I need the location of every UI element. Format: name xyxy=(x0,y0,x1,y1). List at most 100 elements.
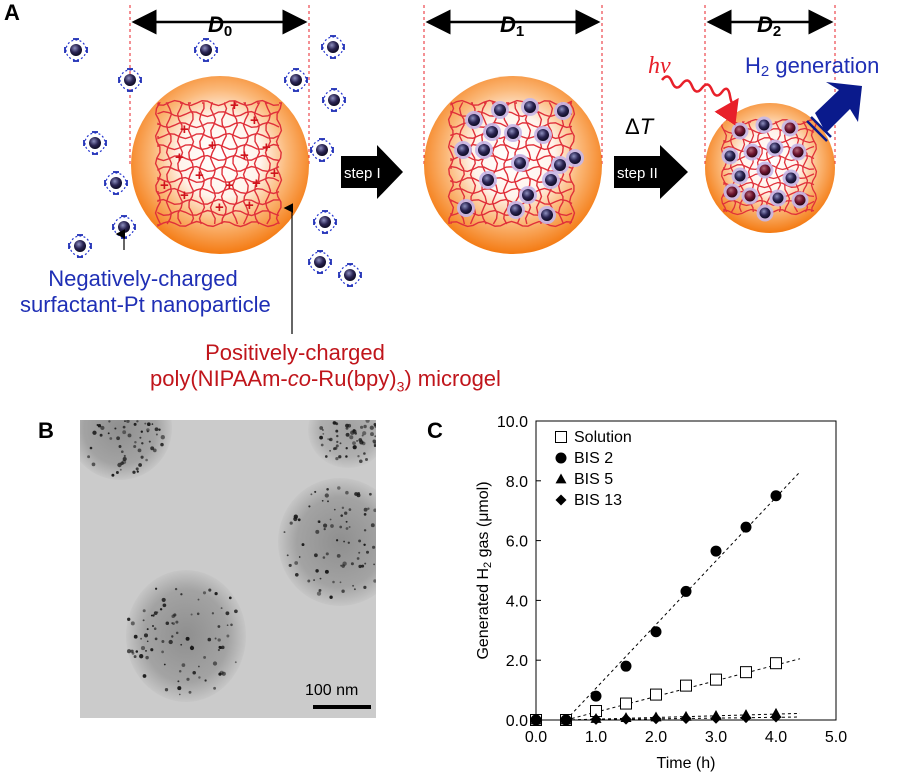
step-ii-arrow: step II xyxy=(614,145,688,199)
pt-nanoparticle-icon xyxy=(731,167,749,185)
pt-nanoparticle-icon xyxy=(769,189,787,207)
y-axis-label: Generated H2 gas (μmol) xyxy=(475,481,494,659)
pt-nanoparticle-icon xyxy=(465,111,483,129)
pt-nanoparticle-icon xyxy=(766,139,784,157)
positive-charge-icon: + xyxy=(230,97,239,114)
h2-generation-label: H2 generation xyxy=(745,53,879,80)
data-point xyxy=(770,657,782,670)
d2-label: D2 xyxy=(757,12,781,40)
pt-nanoparticle-icon xyxy=(64,38,88,62)
legend-label: BIS 5 xyxy=(574,471,613,488)
pt-nanoparticle-icon xyxy=(104,171,128,195)
y-tick-label: 10.0 xyxy=(497,414,528,431)
y-tick-label: 8.0 xyxy=(506,474,528,491)
positive-charge-icon: + xyxy=(262,139,271,156)
data-point xyxy=(710,710,722,720)
legend-marker xyxy=(555,473,567,484)
positive-charge-icon: + xyxy=(215,199,224,216)
legend-marker xyxy=(555,452,567,464)
data-point xyxy=(590,690,602,702)
data-point xyxy=(740,666,752,679)
data-point xyxy=(560,714,572,725)
legend-label: BIS 2 xyxy=(574,450,613,467)
tem-image: 100 nm xyxy=(80,420,376,718)
panel-c-label: C xyxy=(427,418,443,443)
positive-charge-icon: + xyxy=(195,167,204,184)
pt-nanoparticle-icon xyxy=(313,210,337,234)
pt-nanoparticle-icon xyxy=(566,149,584,167)
pt-nanoparticle-icon xyxy=(789,143,807,161)
data-point xyxy=(650,688,662,701)
y-tick-label: 6.0 xyxy=(506,534,528,551)
pt-nanoparticle-icon xyxy=(521,98,539,116)
data-point xyxy=(650,711,662,722)
d0-label: D0 xyxy=(208,12,232,40)
step-i-arrow: step I xyxy=(341,145,403,199)
data-point xyxy=(620,660,632,672)
svg-text:step II: step II xyxy=(617,165,658,182)
pt-nanoparticle-icon xyxy=(519,186,537,204)
h2-arrow-icon xyxy=(806,82,862,142)
data-point xyxy=(740,521,752,533)
positive-charge-icon: + xyxy=(225,177,234,194)
pt-nanoparticle-icon xyxy=(554,102,572,120)
positive-charge-icon: + xyxy=(208,137,217,154)
positive-charge-icon: + xyxy=(240,147,249,164)
x-axis-label: Time (h) xyxy=(657,755,716,772)
pt-nanoparticle-icon xyxy=(322,88,346,112)
pt-nanoparticle-icon xyxy=(475,141,493,159)
pt-nanoparticle-icon xyxy=(491,101,509,119)
light-wave-icon xyxy=(661,75,739,126)
pt-nanoparticle-icon xyxy=(731,122,749,140)
pt-nanoparticle-icon xyxy=(483,123,501,141)
pt-nanoparticle-icon xyxy=(308,250,332,274)
pt-nanoparticle-icon xyxy=(721,147,739,165)
data-point xyxy=(770,707,782,718)
pt-nanoparticle-icon xyxy=(457,199,475,217)
pt-nanoparticle-icon xyxy=(511,154,529,172)
hv-label: hv xyxy=(648,53,671,79)
d1-label: D1 xyxy=(500,12,524,40)
pt-nanoparticle-icon xyxy=(310,138,334,162)
pt-nanoparticle-icon xyxy=(83,131,107,155)
positive-charge-icon: + xyxy=(250,112,259,129)
pt-nanoparticle-icon xyxy=(118,68,142,92)
panel-b-label: B xyxy=(38,418,54,443)
positive-microgel-caption: Positively-charged poly(NIPAAm-co-Ru(bpy… xyxy=(150,340,501,395)
pt-nanoparticle-icon xyxy=(755,116,773,134)
pt-nanoparticle-icon xyxy=(454,141,472,159)
pt-nanoparticle-icon xyxy=(756,161,774,179)
data-point xyxy=(680,585,692,597)
legend-label: BIS 13 xyxy=(574,492,622,509)
legend-label: Solution xyxy=(574,429,632,446)
x-tick-label: 4.0 xyxy=(765,729,787,746)
positive-charge-icon: + xyxy=(160,177,169,194)
pt-nanoparticle-icon xyxy=(321,35,345,59)
legend-marker xyxy=(555,431,567,443)
microgel-loaded xyxy=(424,76,602,254)
negative-pt-caption: Negatively-charged surfactant-Pt nanopar… xyxy=(20,266,271,317)
pt-nanoparticle-icon xyxy=(479,171,497,189)
data-point xyxy=(590,713,602,723)
pt-nanoparticle-icon xyxy=(507,201,525,219)
pt-nanoparticle-icon xyxy=(723,183,741,201)
pt-nanoparticle-icon xyxy=(534,126,552,144)
panel-a-label: A xyxy=(4,0,20,25)
pt-nanoparticle-icon xyxy=(538,206,556,224)
pt-nanoparticle-icon xyxy=(338,263,362,287)
pt-nanoparticle-icon xyxy=(741,187,759,205)
x-tick-label: 5.0 xyxy=(825,729,847,746)
microgel-shrunk xyxy=(705,103,835,233)
pt-nanoparticle-icon xyxy=(68,234,92,258)
x-tick-label: 3.0 xyxy=(705,729,727,746)
positive-charge-icon: + xyxy=(180,187,189,204)
y-tick-label: 2.0 xyxy=(506,653,528,670)
y-tick-label: 0.0 xyxy=(506,713,528,730)
free-pt-nanoparticles xyxy=(64,35,362,287)
pt-nanoparticle-icon xyxy=(756,204,774,222)
y-tick-label: 4.0 xyxy=(506,593,528,610)
pt-nanoparticle-icon xyxy=(743,143,761,161)
data-point xyxy=(740,709,752,720)
